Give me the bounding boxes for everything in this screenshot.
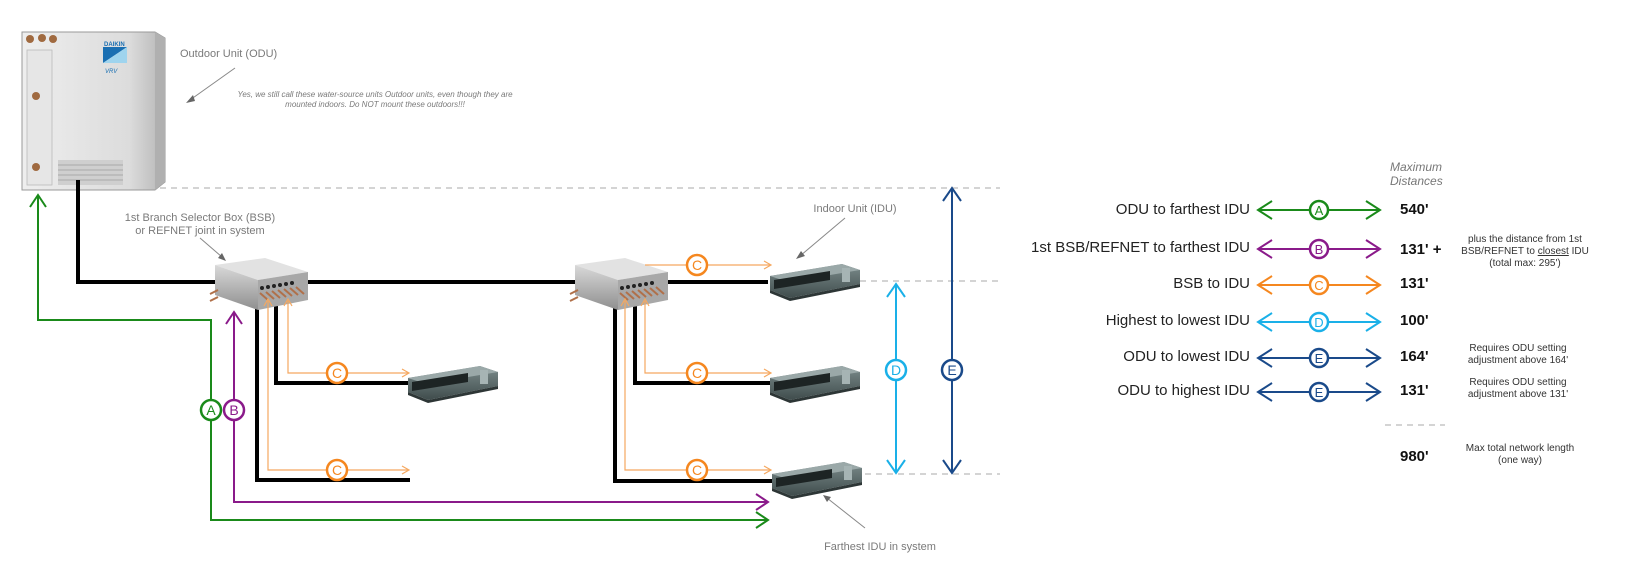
odu-model: VRV: [105, 69, 118, 75]
marker-letter: C: [332, 462, 342, 478]
odu-note: Yes, we still call these water-source un…: [237, 90, 513, 109]
bsb-to-farthest-idu-line: [225, 310, 770, 511]
legend-label-odu-farthest: ODU to farthest IDU: [1115, 201, 1250, 218]
legend-note-bsb-farthest: plus the distance from 1st BSB/REFNET to…: [1455, 234, 1595, 270]
legend-header-line1: Maximum: [1390, 160, 1443, 174]
marker-a: A: [199, 398, 223, 422]
legend-note-odu-highest: Requires ODU setting adjustment above 13…: [1458, 377, 1578, 401]
marker-c: C: [685, 458, 709, 482]
legend-value-highest-lowest: 100': [1400, 312, 1429, 329]
note-underlined: closest: [1537, 246, 1569, 257]
odu-brand: DAIKIN: [104, 42, 125, 48]
indoor-unit: [408, 366, 498, 403]
note-text: BSB/REFNET to: [1461, 246, 1538, 257]
legend-value-bsb-idu: 131': [1400, 275, 1429, 292]
legend-arrows: A B C D E E: [1256, 199, 1382, 403]
bsb-pointer-arrow: [199, 237, 226, 261]
legend-arrow-b: B: [1256, 238, 1382, 260]
legend-value-bsb-farthest: 131' +: [1400, 241, 1442, 258]
legend-arrow-d: D: [1256, 311, 1382, 333]
note-line: (one way): [1498, 455, 1542, 466]
legend-label-bsb-farthest: 1st BSB/REFNET to farthest IDU: [1031, 239, 1250, 256]
legend-value-odu-highest: 131': [1400, 382, 1429, 399]
odu-pointer-arrow: [186, 67, 236, 103]
legend-marker-letter: B: [1315, 242, 1324, 257]
marker-c: C: [325, 361, 349, 385]
legend-note-total: Max total network length (one way): [1455, 443, 1585, 467]
note-line: Max total network length: [1465, 443, 1575, 454]
marker-letter: C: [692, 365, 702, 381]
indoor-unit: [772, 462, 862, 499]
odu-label: Outdoor Unit (ODU): [180, 48, 278, 60]
marker-b: B: [222, 398, 246, 422]
legend-label-odu-highest: ODU to highest IDU: [1117, 382, 1250, 399]
legend-marker-letter: A: [1315, 203, 1324, 218]
note-line: Requires ODU setting: [1469, 343, 1567, 354]
legend-header: Maximum Distances: [1390, 160, 1443, 188]
indoor-units: [408, 264, 862, 499]
note-text: IDU: [1568, 246, 1589, 257]
branch-selector-box-2: [569, 258, 668, 310]
legend-marker-letter: E: [1315, 385, 1324, 400]
marker-c: C: [325, 458, 349, 482]
legend-note-bsb-line2: BSB/REFNET to closest IDU: [1455, 246, 1595, 258]
odu-to-farthest-idu-line: [29, 193, 770, 529]
note-line: Requires ODU setting: [1469, 377, 1567, 388]
legend-header-line2: Distances: [1390, 174, 1443, 188]
marker-letter: C: [692, 462, 702, 478]
marker-letter: C: [692, 257, 702, 273]
note-line: adjustment above 131': [1467, 389, 1569, 400]
marker-letter: A: [206, 402, 216, 418]
farthest-idu-label: Farthest IDU in system: [824, 541, 936, 553]
refrigerant-pipes: [76, 180, 772, 483]
legend-arrow-a: A: [1256, 199, 1382, 221]
marker-d: D: [884, 358, 908, 382]
outdoor-unit: DAIKIN VRV: [21, 31, 166, 191]
legend-label-highest-lowest: Highest to lowest IDU: [1105, 312, 1250, 329]
farthest-idu-pointer-arrow: [823, 495, 866, 529]
legend-value-odu-lowest: 164': [1400, 348, 1429, 365]
legend-arrow-e: E: [1256, 347, 1382, 369]
legend-note-bsb-line3: (total max: 295'): [1489, 258, 1561, 269]
bsb-label-line2: or REFNET joint in system: [135, 225, 265, 237]
guide-lines: [160, 187, 1445, 475]
legend-note-bsb-line1: plus the distance from 1st: [1468, 234, 1582, 245]
note-line: adjustment above 164': [1467, 355, 1569, 366]
legend-arrow-e: E: [1256, 381, 1382, 403]
legend-label-odu-lowest: ODU to lowest IDU: [1123, 348, 1250, 365]
legend-marker-letter: D: [1314, 315, 1323, 330]
bsb-label-line1: 1st Branch Selector Box (BSB): [124, 212, 276, 224]
marker-c: C: [685, 253, 709, 277]
marker-letter: B: [229, 402, 238, 418]
indoor-unit: [770, 366, 860, 403]
branch-selector-box-1: [209, 258, 308, 310]
indoor-unit: [770, 264, 860, 301]
marker-letter: D: [891, 362, 901, 378]
idu-label: Indoor Unit (IDU): [813, 203, 897, 215]
legend-value-total: 980': [1400, 448, 1429, 465]
legend-label-bsb-idu: BSB to IDU: [1173, 275, 1250, 292]
idu-pointer-arrow: [796, 217, 846, 259]
legend-value-odu-farthest: 540': [1400, 201, 1429, 218]
marker-letter: E: [947, 362, 956, 378]
legend-marker-letter: C: [1314, 278, 1323, 293]
marker-e: E: [940, 358, 964, 382]
bsb-to-idu-arrowheads: [263, 260, 773, 475]
odu-to-idu-vertical-line: [942, 186, 962, 475]
marker-c: C: [685, 361, 709, 385]
legend-marker-letter: E: [1315, 351, 1324, 366]
bsb-label: 1st Branch Selector Box (BSB) or REFNET …: [110, 212, 290, 238]
legend-arrow-c: C: [1256, 274, 1382, 296]
legend-note-odu-lowest: Requires ODU setting adjustment above 16…: [1458, 343, 1578, 367]
marker-letter: C: [332, 365, 342, 381]
